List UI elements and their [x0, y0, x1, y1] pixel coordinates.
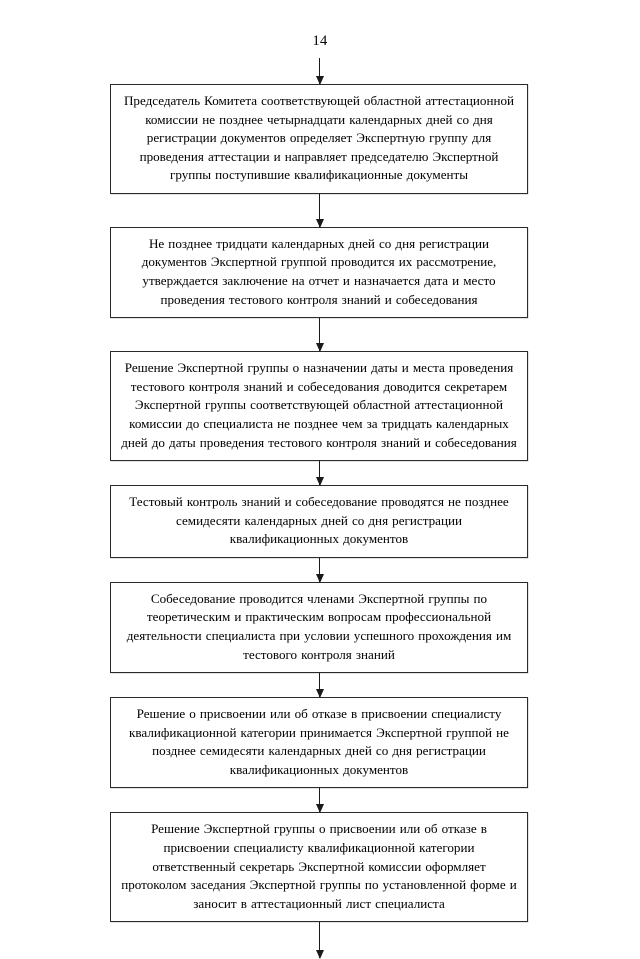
connector-arrow-1-2 [110, 193, 528, 227]
arrow-stem [319, 58, 320, 84]
flow-node-4-text: Тестовый контроль знаний и собеседование… [129, 494, 509, 547]
flow-node-1: Председатель Комитета соответствующей об… [110, 84, 528, 194]
connector-arrow-3-4 [110, 461, 528, 486]
arrow-stem [319, 318, 320, 352]
connector-arrow-4-5 [110, 557, 528, 582]
connector-arrow-exit [110, 922, 528, 959]
arrow-stem [319, 461, 320, 486]
flow-node-6-text: Решение о присвоении или об отказе в при… [129, 706, 509, 777]
connector-arrow-6-7 [110, 788, 528, 813]
connector-arrow-5-6 [110, 673, 528, 698]
flow-node-3-text: Решение Экспертной группы о назначении д… [121, 360, 517, 450]
arrow-stem [319, 557, 320, 582]
page-number: 14 [312, 33, 328, 49]
connector-arrow-entry [110, 58, 528, 84]
arrow-stem [319, 193, 320, 227]
flow-node-7: Решение Экспертной группы о присвоении и… [110, 812, 528, 923]
flow-node-1-text: Председатель Комитета соответствующей об… [123, 93, 515, 183]
flow-node-3: Решение Экспертной группы о назначении д… [110, 351, 528, 462]
flow-node-6: Решение о присвоении или об отказе в при… [110, 697, 528, 789]
flow-node-7-text: Решение Экспертной группы о присвоении и… [121, 821, 517, 911]
arrow-stem [319, 922, 320, 959]
document-page: 14 Председатель Комитета соответствующей… [0, 0, 640, 905]
connector-arrow-2-3 [110, 318, 528, 352]
flow-node-4: Тестовый контроль знаний и собеседование… [110, 485, 528, 558]
arrow-stem [319, 788, 320, 813]
flow-node-5-text: Собеседование проводится членами Эксперт… [126, 590, 512, 662]
arrow-stem [319, 673, 320, 698]
flow-node-5: Собеседование проводится членами Эксперт… [110, 581, 528, 674]
flow-node-2-text: Не позднее тридцати календарных дней со … [141, 235, 497, 307]
flow-node-2: Не позднее тридцати календарных дней со … [110, 226, 528, 319]
flowchart: Председатель Комитета соответствующей об… [110, 58, 528, 959]
